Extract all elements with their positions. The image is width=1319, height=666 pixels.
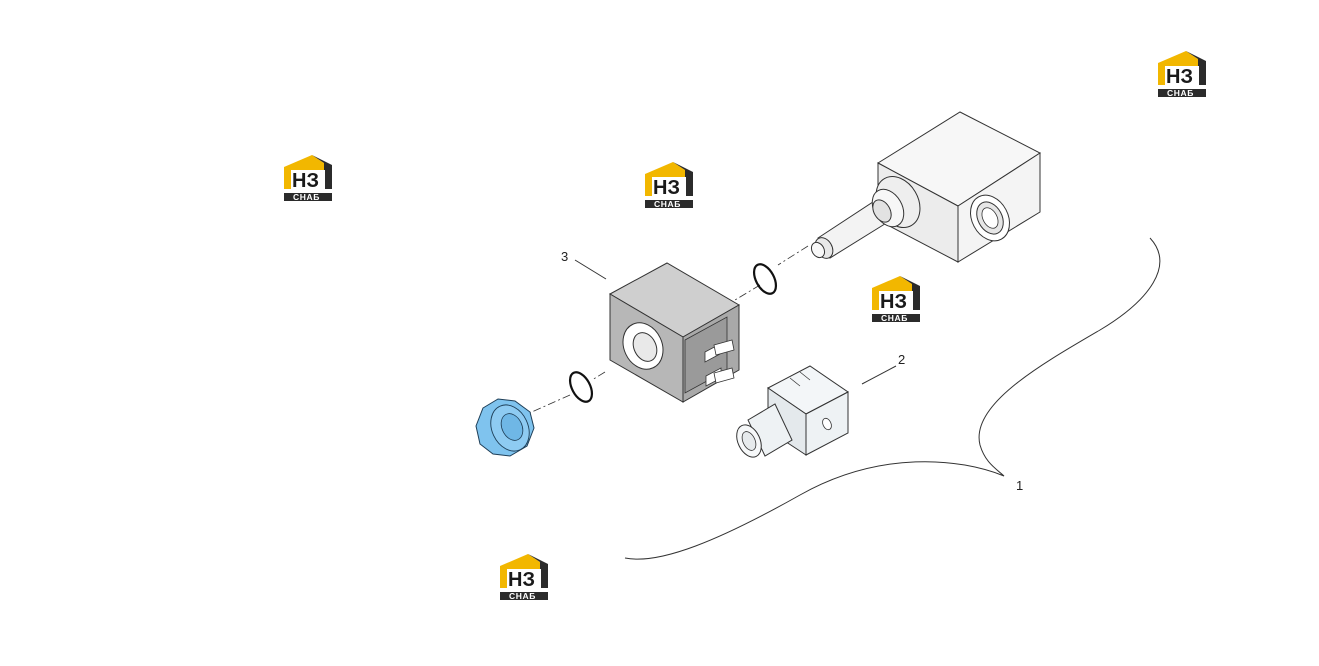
assembly-axis	[524, 245, 809, 416]
armature-tube	[810, 176, 921, 259]
watermark-letters: НЗ	[508, 569, 535, 591]
watermark-logo: НЗ СНАБ	[284, 155, 332, 202]
watermark-letters: НЗ	[653, 177, 680, 199]
watermark-logo: НЗ СНАБ	[500, 554, 548, 601]
watermark-letters: НЗ	[1166, 66, 1193, 88]
o-ring-lower	[568, 371, 594, 403]
callout-2: 2	[898, 352, 905, 367]
watermark-logo: НЗ СНАБ	[872, 276, 920, 323]
leader-line-3	[574, 259, 607, 280]
watermark-brand: СНАБ	[293, 192, 320, 202]
o-ring-upper	[752, 263, 778, 295]
leader-line-2	[861, 365, 897, 385]
watermark-brand: СНАБ	[509, 591, 536, 601]
knurled-nut	[475, 398, 535, 457]
watermark-logo: НЗ СНАБ	[645, 162, 693, 209]
watermark-brand: СНАБ	[1167, 88, 1194, 98]
callout-3: 3	[561, 249, 568, 264]
watermark-letters: НЗ	[880, 291, 907, 313]
solenoid-coil	[608, 262, 740, 403]
watermark-brand: СНАБ	[654, 199, 681, 209]
watermark-logo: НЗ СНАБ	[1158, 51, 1206, 98]
watermark-letters: НЗ	[292, 170, 319, 192]
bracket-curve	[624, 237, 1161, 560]
callout-1: 1	[1016, 478, 1023, 493]
plug-connector	[736, 365, 849, 458]
watermark-brand: СНАБ	[881, 313, 908, 323]
